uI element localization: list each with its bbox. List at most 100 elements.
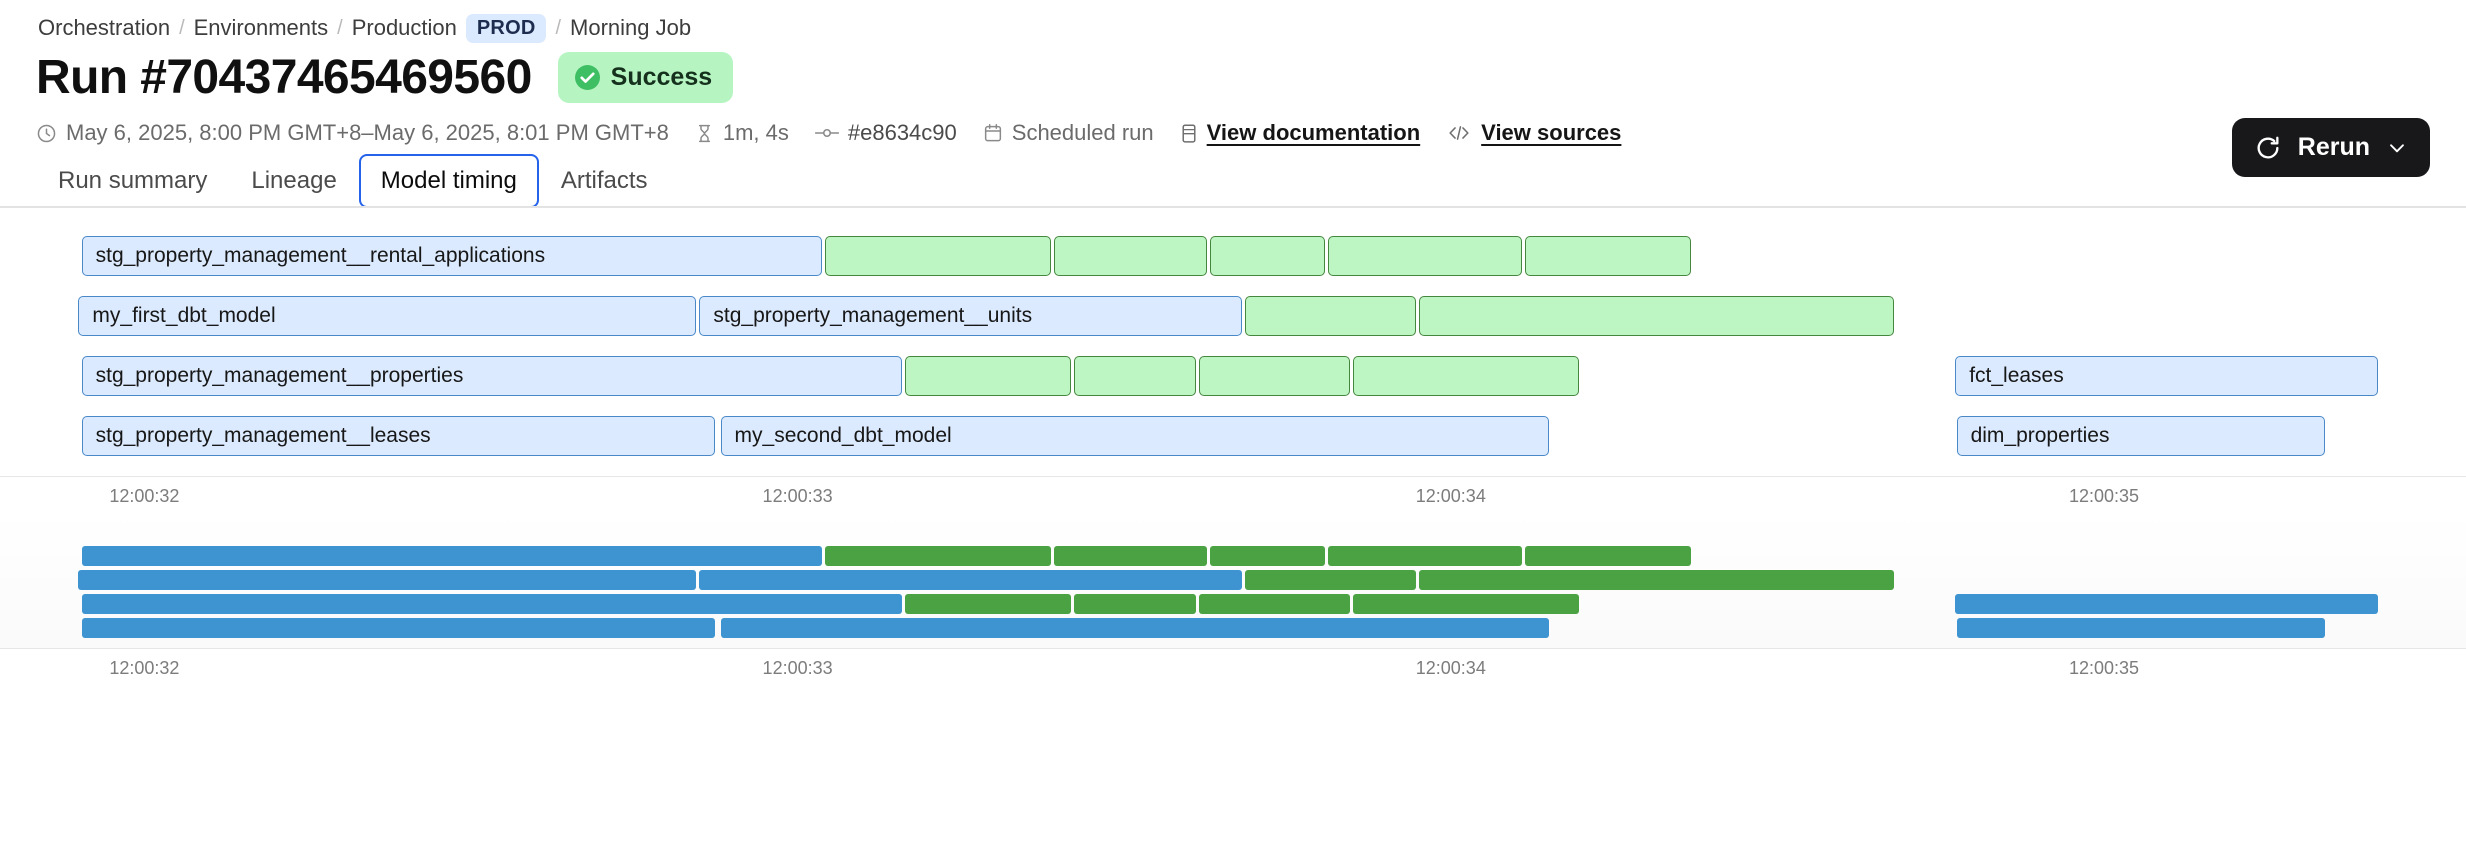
meta-trigger-text: Scheduled run — [1011, 120, 1154, 145]
tab-model-timing[interactable]: Model timing — [358, 154, 539, 208]
breadcrumb-item-morning-job[interactable]: Morning Job — [570, 15, 692, 40]
gantt-bar-test-segment[interactable] — [1198, 356, 1350, 396]
gantt-bar-test-segment[interactable] — [699, 570, 1242, 590]
gantt-bar-label: my_first_dbt_model — [92, 304, 276, 327]
gantt-bar-stg_property_management__units[interactable]: stg_property_management__units — [699, 296, 1242, 336]
gantt-bar-test-segment[interactable] — [1054, 546, 1207, 566]
gantt-bar-fct_leases[interactable]: fct_leases — [1955, 356, 2379, 396]
gantt-bar-test-segment[interactable] — [78, 570, 697, 590]
gantt-bar-test-segment[interactable] — [1244, 296, 1417, 336]
gantt-bar-test-segment[interactable] — [824, 236, 1052, 276]
breadcrumb-item-orchestration[interactable]: Orchestration — [38, 15, 171, 40]
book-icon — [1180, 123, 1198, 144]
tab-lineage[interactable]: Lineage — [251, 167, 337, 194]
gantt-bar-test-segment[interactable] — [1327, 546, 1522, 566]
model-timing-gantt: stg_property_management__rental_applicat… — [0, 208, 2466, 684]
hourglass-icon — [695, 123, 714, 144]
gantt-minimap-lane — [80, 594, 2380, 614]
gantt-minimap-lane — [80, 618, 2380, 638]
gantt-bar-label: stg_property_management__leases — [95, 424, 431, 447]
run-meta-row: May 6, 2025, 8:00 PM GMT+8–May 6, 2025, … — [0, 103, 2466, 146]
tab-run-summary[interactable]: Run summary — [58, 167, 208, 194]
gantt-bar-my_first_dbt_model[interactable]: my_first_dbt_model — [78, 296, 697, 336]
gantt-bar-test-segment[interactable] — [1244, 570, 1417, 590]
page-title: Run #70437465469560 — [36, 50, 532, 104]
git-commit-icon — [814, 125, 839, 141]
breadcrumb-separator: / — [179, 16, 185, 39]
gantt-bar-label: stg_property_management__rental_applicat… — [95, 244, 546, 267]
clock-icon — [36, 123, 57, 144]
meta-sources-link[interactable]: View sources — [1481, 120, 1622, 145]
gantt-bar-test-segment[interactable] — [1956, 618, 2326, 638]
breadcrumb-item-environments[interactable]: Environments — [193, 15, 329, 40]
meta-docs-link[interactable]: View documentation — [1206, 120, 1421, 145]
gantt-bar-test-segment[interactable] — [1073, 594, 1197, 614]
gantt-bar-test-segment[interactable] — [905, 356, 1071, 396]
axis-tick-label: 12:00:33 — [762, 486, 833, 506]
gantt-bar-test-segment[interactable] — [1209, 546, 1325, 566]
breadcrumb-tag-prod: PROD — [465, 13, 547, 43]
gantt-bar-test-segment[interactable] — [824, 546, 1052, 566]
gantt-bar-test-segment[interactable] — [1419, 296, 1895, 336]
gantt-bar-label: dim_properties — [1970, 424, 2110, 447]
axis-tick-label: 12:00:35 — [2068, 658, 2140, 678]
axis-tick-label: 12:00:34 — [1415, 486, 1486, 506]
gantt-bar-test-segment[interactable] — [1524, 546, 1692, 566]
gantt-bar-test-segment[interactable] — [1524, 236, 1692, 276]
rerun-button[interactable]: Rerun — [2231, 118, 2430, 177]
meta-trigger: Scheduled run — [983, 120, 1154, 146]
gantt-bar-label: stg_property_management__units — [713, 304, 1033, 327]
gantt-lane: stg_property_management__leases my_second… — [80, 416, 2380, 456]
gantt-bar-my_second_dbt_model[interactable]: my_second_dbt_model — [720, 416, 1549, 456]
axis-ticks: 12:00:32 12:00:33 12:00:34 12:00:35 — [80, 649, 2380, 684]
axis-tick-label: 12:00:32 — [109, 658, 180, 678]
gantt-bar-test-segment[interactable] — [1054, 236, 1207, 276]
gantt-bar-test-segment[interactable] — [1327, 236, 1522, 276]
breadcrumb-item-production[interactable]: Production — [351, 15, 457, 40]
tab-bar: Run summary Lineage Model timing Artifac… — [0, 146, 2466, 208]
meta-commit[interactable]: #e8634c90 — [814, 120, 957, 146]
gantt-bar-test-segment[interactable] — [905, 594, 1071, 614]
gantt-bar-test-segment[interactable] — [1352, 594, 1579, 614]
tab-bar-underline — [0, 206, 2466, 208]
gantt-lane: stg_property_management__properties fct_l… — [80, 356, 2380, 396]
gantt-bar-stg_property_management__leases[interactable]: stg_property_management__leases — [81, 416, 715, 456]
gantt-bar-label: fct_leases — [1969, 364, 2064, 387]
gantt-bar-dim_properties[interactable]: dim_properties — [1956, 416, 2326, 456]
gantt-bar-label: stg_property_management__properties — [95, 364, 464, 387]
meta-commit-text: #e8634c90 — [847, 120, 957, 145]
gantt-bar-test-segment[interactable] — [1073, 356, 1197, 396]
gantt-bar-test-segment[interactable] — [1209, 236, 1325, 276]
axis-tick-label: 12:00:33 — [762, 658, 833, 678]
gantt-bar-test-segment[interactable] — [1198, 594, 1350, 614]
gantt-bar-test-segment[interactable] — [81, 618, 715, 638]
meta-duration-text: 1m, 4s — [722, 120, 789, 145]
refresh-icon — [2254, 134, 2282, 162]
gantt-bar-test-segment[interactable] — [81, 594, 903, 614]
rerun-button-label: Rerun — [2297, 133, 2370, 161]
gantt-bar-stg_property_management__rental_applications[interactable]: stg_property_management__rental_applicat… — [81, 236, 823, 276]
gantt-bar-test-segment[interactable] — [720, 618, 1549, 638]
gantt-bar-stg_property_management__properties[interactable]: stg_property_management__properties — [81, 356, 903, 396]
meta-sources[interactable]: View sources — [1446, 120, 1621, 146]
breadcrumb-separator: / — [337, 16, 343, 39]
check-circle-icon — [574, 65, 600, 90]
axis-tick-label: 12:00:34 — [1415, 658, 1486, 678]
meta-timerange-text: May 6, 2025, 8:00 PM GMT+8–May 6, 2025, … — [66, 120, 669, 145]
meta-docs[interactable]: View documentation — [1180, 120, 1421, 146]
title-row: Run #70437465469560 Success — [0, 28, 2466, 103]
chevron-down-icon[interactable] — [2386, 137, 2408, 159]
calendar-icon — [983, 123, 1003, 144]
gantt-bar-label: my_second_dbt_model — [734, 424, 952, 447]
axis-tick-label: 12:00:35 — [2068, 486, 2140, 506]
gantt-bar-test-segment[interactable] — [1955, 594, 2379, 614]
gantt-bar-test-segment[interactable] — [1419, 570, 1895, 590]
gantt-minimap[interactable] — [0, 512, 2466, 648]
breadcrumb-separator: / — [555, 16, 562, 39]
gantt-main-chart[interactable]: stg_property_management__rental_applicat… — [0, 208, 2466, 456]
tab-artifacts[interactable]: Artifacts — [560, 167, 648, 194]
gantt-bar-test-segment[interactable] — [81, 546, 823, 566]
gantt-bar-test-segment[interactable] — [1352, 356, 1579, 396]
